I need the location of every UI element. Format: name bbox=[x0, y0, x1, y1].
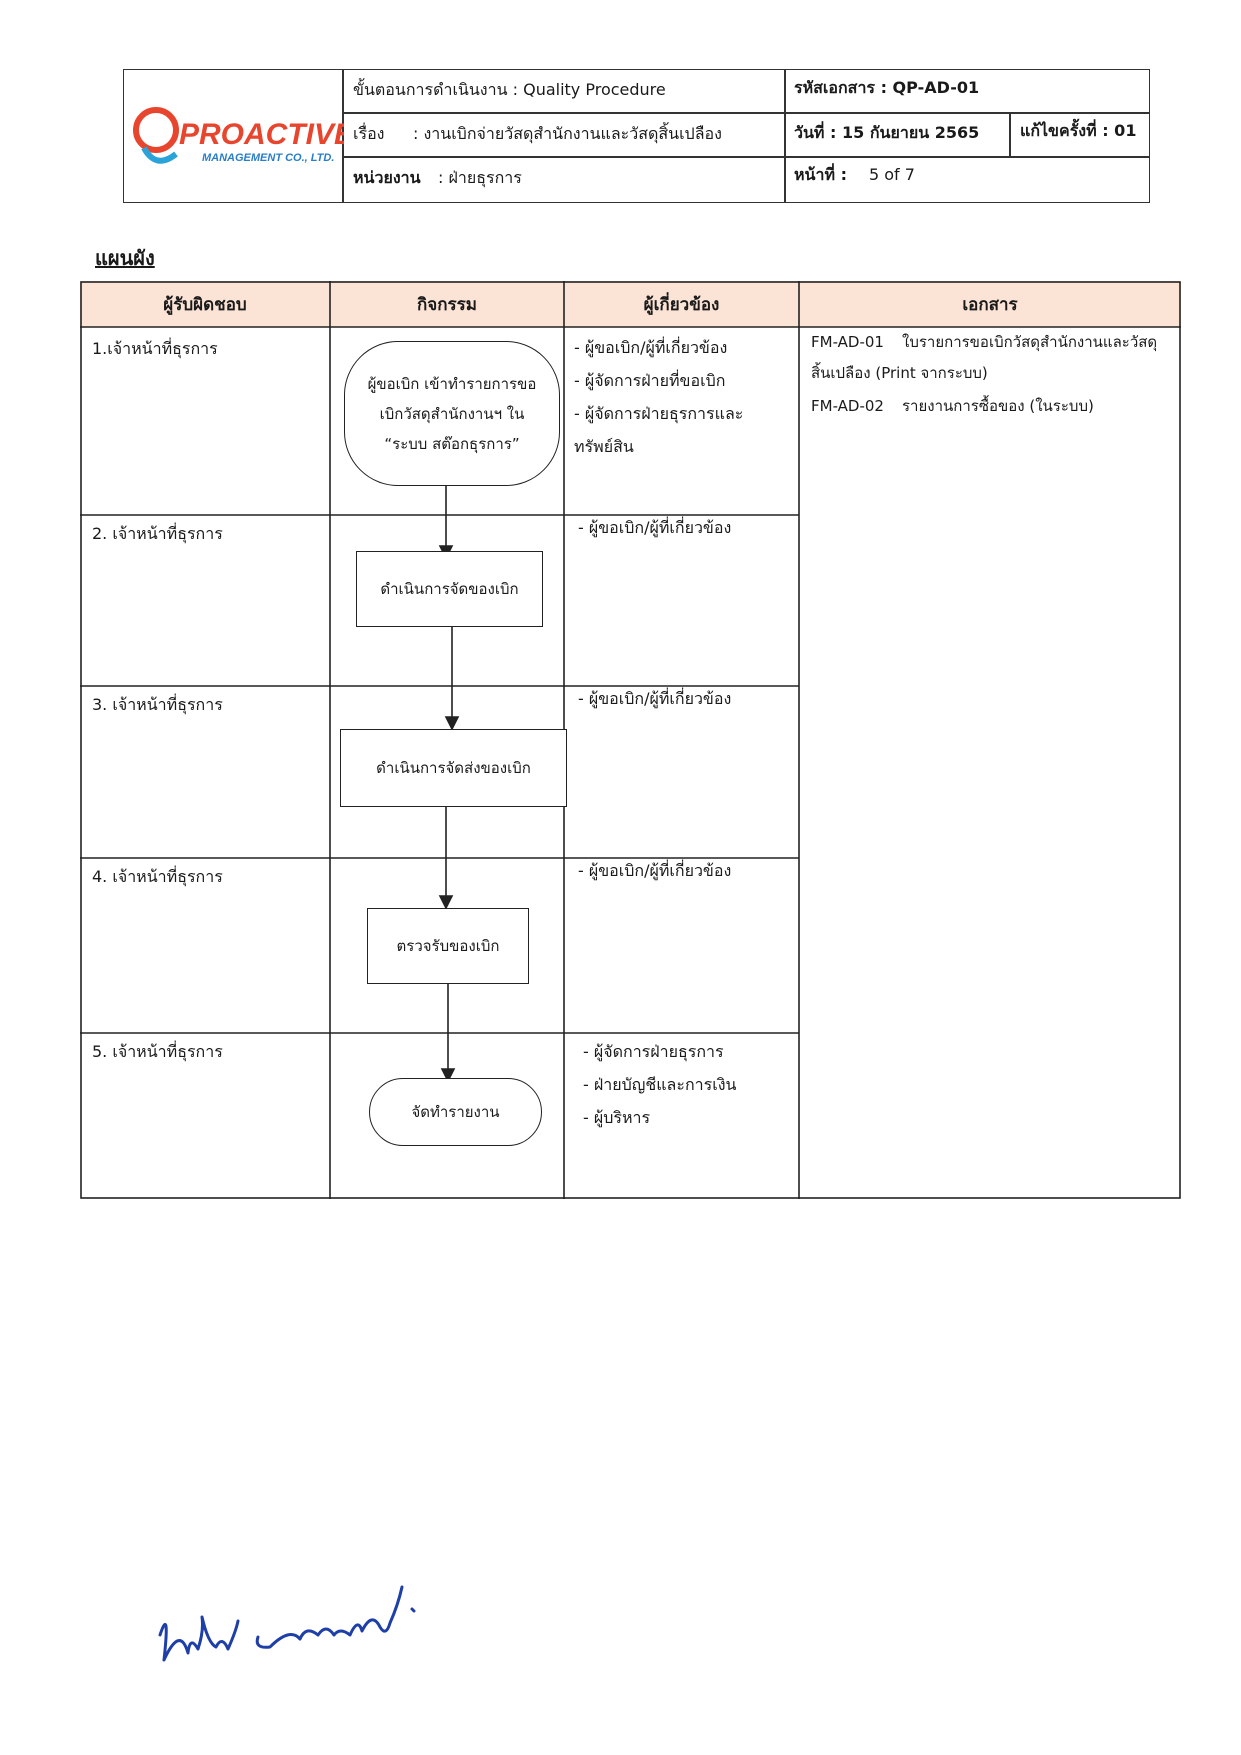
deliver-text: ดำเนินการจัดส่งของเบิก bbox=[376, 759, 531, 777]
logo-text: PROACTIVE bbox=[179, 118, 344, 151]
row2-related-1: - ผู้ขอเบิก/ผู้ที่เกี่ยวข้อง bbox=[578, 518, 732, 537]
row5-responsible: 5. เจ้าหน้าที่ธุรการ bbox=[92, 1042, 223, 1061]
row1-related-1: - ผู้ขอเบิก/ผู้ที่เกี่ยวข้อง bbox=[574, 338, 728, 357]
row1-related-list: - ผู้ขอเบิก/ผู้ที่เกี่ยวข้อง - ผู้จัดการ… bbox=[574, 331, 743, 463]
row2-responsible: 2. เจ้าหน้าที่ธุรการ bbox=[92, 524, 223, 543]
row1-responsible: 1.เจ้าหน้าที่ธุรการ bbox=[92, 339, 218, 358]
start-line-1: ผู้ขอเบิก เข้าทำรายการขอ bbox=[367, 374, 537, 393]
row5-related-2: - ฝ่ายบัญชีและการเงิน bbox=[583, 1075, 737, 1094]
company-logo: PROACTIVE MANAGEMENT CO., LTD. bbox=[124, 70, 355, 202]
section-title: แผนผัง bbox=[95, 246, 155, 270]
header-related: ผู้เกี่ยวข้อง bbox=[643, 294, 720, 315]
page-number: 5 of 7 bbox=[869, 165, 915, 184]
row3-responsible: 3. เจ้าหน้าที่ธุรการ bbox=[92, 695, 223, 714]
handwritten-signature bbox=[158, 1585, 416, 1662]
flow-start-terminal: ผู้ขอเบิก เข้าทำรายการขอ เบิกวัสดุสำนักง… bbox=[344, 341, 560, 486]
doc2-name: รายงานการซื้อของ (ในระบบ) bbox=[902, 397, 1094, 415]
logo-subtext: MANAGEMENT CO., LTD. bbox=[202, 152, 334, 164]
row3-related-1: - ผู้ขอเบิก/ผู้ที่เกี่ยวข้อง bbox=[578, 689, 732, 708]
row5-related-1: - ผู้จัดการฝ่ายธุรการ bbox=[583, 1042, 724, 1061]
doc2-code: FM-AD-02 bbox=[811, 397, 884, 415]
document-header-table: PROACTIVE MANAGEMENT CO., LTD. ขั้นตอนกา… bbox=[123, 69, 1150, 203]
row1-related-2: - ผู้จัดการฝ่ายที่ขอเบิก bbox=[574, 371, 726, 390]
prepare-text: ดำเนินการจัดของเบิก bbox=[380, 580, 519, 598]
row5-related-3: - ผู้บริหาร bbox=[583, 1108, 651, 1127]
header-responsible: ผู้รับผิดชอบ bbox=[163, 294, 247, 315]
subject-label: เรื่อง bbox=[353, 124, 385, 143]
page-label: หน้าที่ : bbox=[794, 165, 847, 184]
flowchart-table: ผู้รับผิดชอบ กิจกรรม ผู้เกี่ยวข้อง เอกสา… bbox=[80, 281, 1181, 1199]
document-date: วันที่ : 15 กันยายน 2565 bbox=[794, 123, 980, 142]
header-activity: กิจกรรม bbox=[416, 294, 477, 315]
doc1-name-cont: สิ้นเปลือง (Print จากระบบ) bbox=[811, 364, 988, 382]
flow-end-terminal: จัดทำรายงาน bbox=[369, 1078, 542, 1146]
row4-related-1: - ผู้ขอเบิก/ผู้ที่เกี่ยวข้อง bbox=[578, 861, 732, 880]
procedure-label: ขั้นตอนการดำเนินงาน : Quality Procedure bbox=[353, 80, 666, 99]
unit-value: : ฝ่ายธุรการ bbox=[438, 168, 522, 187]
row5-related-list: - ผู้จัดการฝ่ายธุรการ - ฝ่ายบัญชีและการเ… bbox=[583, 1035, 736, 1134]
header-documents: เอกสาร bbox=[962, 294, 1018, 315]
flow-process-inspect: ตรวจรับของเบิก bbox=[367, 908, 529, 984]
doc1-code: FM-AD-01 bbox=[811, 333, 884, 351]
subject-value: : งานเบิกจ่ายวัสดุสำนักงานและวัสดุสิ้นเป… bbox=[413, 124, 722, 143]
flow-process-deliver: ดำเนินการจัดส่งของเบิก bbox=[340, 729, 567, 807]
inspect-text: ตรวจรับของเบิก bbox=[396, 937, 500, 955]
start-line-3: “ระบบ สต๊อกธุรการ” bbox=[384, 434, 520, 453]
table-header-row: ผู้รับผิดชอบ กิจกรรม ผู้เกี่ยวข้อง เอกสา… bbox=[80, 281, 1181, 327]
doc1-name: ใบรายการขอเบิกวัสดุสำนักงานและวัสดุ bbox=[902, 333, 1158, 351]
row4-responsible: 4. เจ้าหน้าที่ธุรการ bbox=[92, 867, 223, 886]
flow-process-prepare: ดำเนินการจัดของเบิก bbox=[356, 551, 543, 627]
row1-related-3: - ผู้จัดการฝ่ายธุรการและ bbox=[574, 404, 744, 423]
report-text: จัดทำรายงาน bbox=[411, 1103, 500, 1121]
document-code: รหัสเอกสาร : QP-AD-01 bbox=[794, 78, 980, 97]
unit-label: หน่วยงาน bbox=[353, 168, 421, 187]
revision-number: แก้ไขครั้งที่ : 01 bbox=[1020, 121, 1137, 140]
row1-related-4: ทรัพย์สิน bbox=[574, 437, 634, 456]
start-line-2: เบิกวัสดุสำนักงานฯ ใน bbox=[379, 404, 525, 423]
